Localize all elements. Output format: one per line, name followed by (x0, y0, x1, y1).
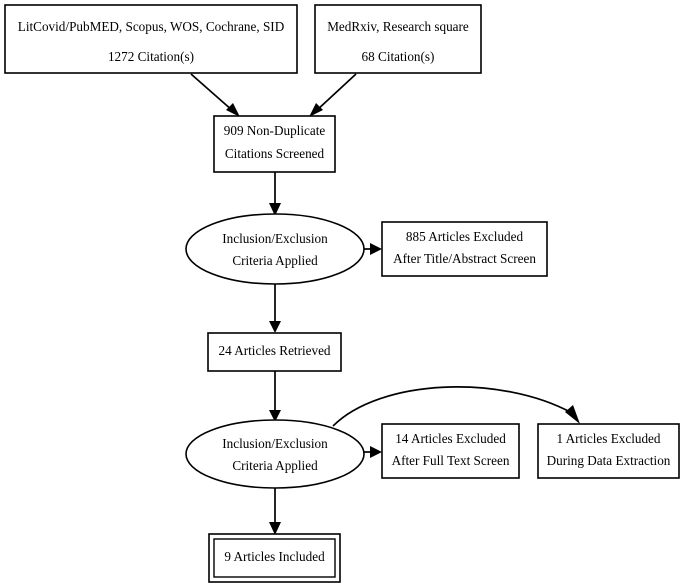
node-non-duplicate-screened-line-2: Citations Screened (225, 146, 325, 161)
edge-criteria1-to-retrieved (269, 284, 281, 333)
node-criteria-applied-title-abstract-line-2: Criteria Applied (232, 253, 318, 268)
node-articles-included-line-1: 9 Articles Included (224, 549, 325, 564)
node-excluded-title-abstract-line-2: After Title/Abstract Screen (393, 251, 536, 266)
edge-criteria1-to-excluded1 (364, 243, 382, 255)
edge-screened-to-criteria1 (269, 172, 281, 216)
edge-criteria2-to-excluded3 (332, 386, 580, 427)
node-source-databases-line-2: 1272 Citation(s) (108, 49, 194, 64)
node-excluded-title-abstract[interactable]: 885 Articles Excluded After Title/Abstra… (381, 221, 548, 277)
node-source-preprints-line-2: 68 Citation(s) (362, 49, 435, 64)
edge-databases-to-screened (190, 73, 240, 117)
node-source-preprints[interactable]: MedRxiv, Research square 68 Citation(s) (314, 4, 482, 74)
node-criteria-applied-full-text-line-1: Inclusion/Exclusion (222, 436, 328, 451)
node-excluded-title-abstract-line-1: 885 Articles Excluded (406, 229, 524, 244)
node-articles-retrieved-line-1: 24 Articles Retrieved (218, 343, 330, 358)
node-excluded-data-extraction-line-1: 1 Articles Excluded (556, 431, 660, 446)
node-non-duplicate-screened[interactable]: 909 Non-Duplicate Citations Screened (213, 115, 336, 173)
node-source-preprints-line-1: MedRxiv, Research square (327, 19, 469, 34)
node-source-databases[interactable]: LitCovid/PubMED, Scopus, WOS, Cochrane, … (4, 4, 298, 74)
node-excluded-full-text[interactable]: 14 Articles Excluded After Full Text Scr… (381, 423, 520, 479)
node-criteria-applied-full-text[interactable]: Inclusion/Exclusion Criteria Applied (185, 419, 365, 489)
node-articles-included[interactable]: 9 Articles Included (208, 533, 341, 583)
node-articles-retrieved[interactable]: 24 Articles Retrieved (207, 332, 342, 372)
node-criteria-applied-title-abstract-line-1: Inclusion/Exclusion (222, 231, 328, 246)
node-excluded-full-text-line-1: 14 Articles Excluded (395, 431, 506, 446)
node-criteria-applied-title-abstract[interactable]: Inclusion/Exclusion Criteria Applied (185, 213, 365, 285)
edge-retrieved-to-criteria2 (269, 371, 281, 422)
edge-criteria2-to-included (269, 488, 281, 535)
node-criteria-applied-full-text-line-2: Criteria Applied (232, 458, 318, 473)
nodes-layer: LitCovid/PubMED, Scopus, WOS, Cochrane, … (4, 4, 680, 583)
edge-criteria2-to-excluded2 (364, 446, 382, 458)
node-non-duplicate-screened-line-1: 909 Non-Duplicate (224, 123, 326, 138)
node-excluded-full-text-line-2: After Full Text Screen (392, 453, 510, 468)
node-excluded-data-extraction[interactable]: 1 Articles Excluded During Data Extracti… (537, 423, 680, 479)
connectors-layer (190, 73, 580, 535)
node-source-databases-line-1: LitCovid/PubMED, Scopus, WOS, Cochrane, … (18, 19, 284, 34)
edge-preprints-to-screened (309, 73, 357, 117)
node-excluded-data-extraction-line-2: During Data Extraction (547, 453, 671, 468)
